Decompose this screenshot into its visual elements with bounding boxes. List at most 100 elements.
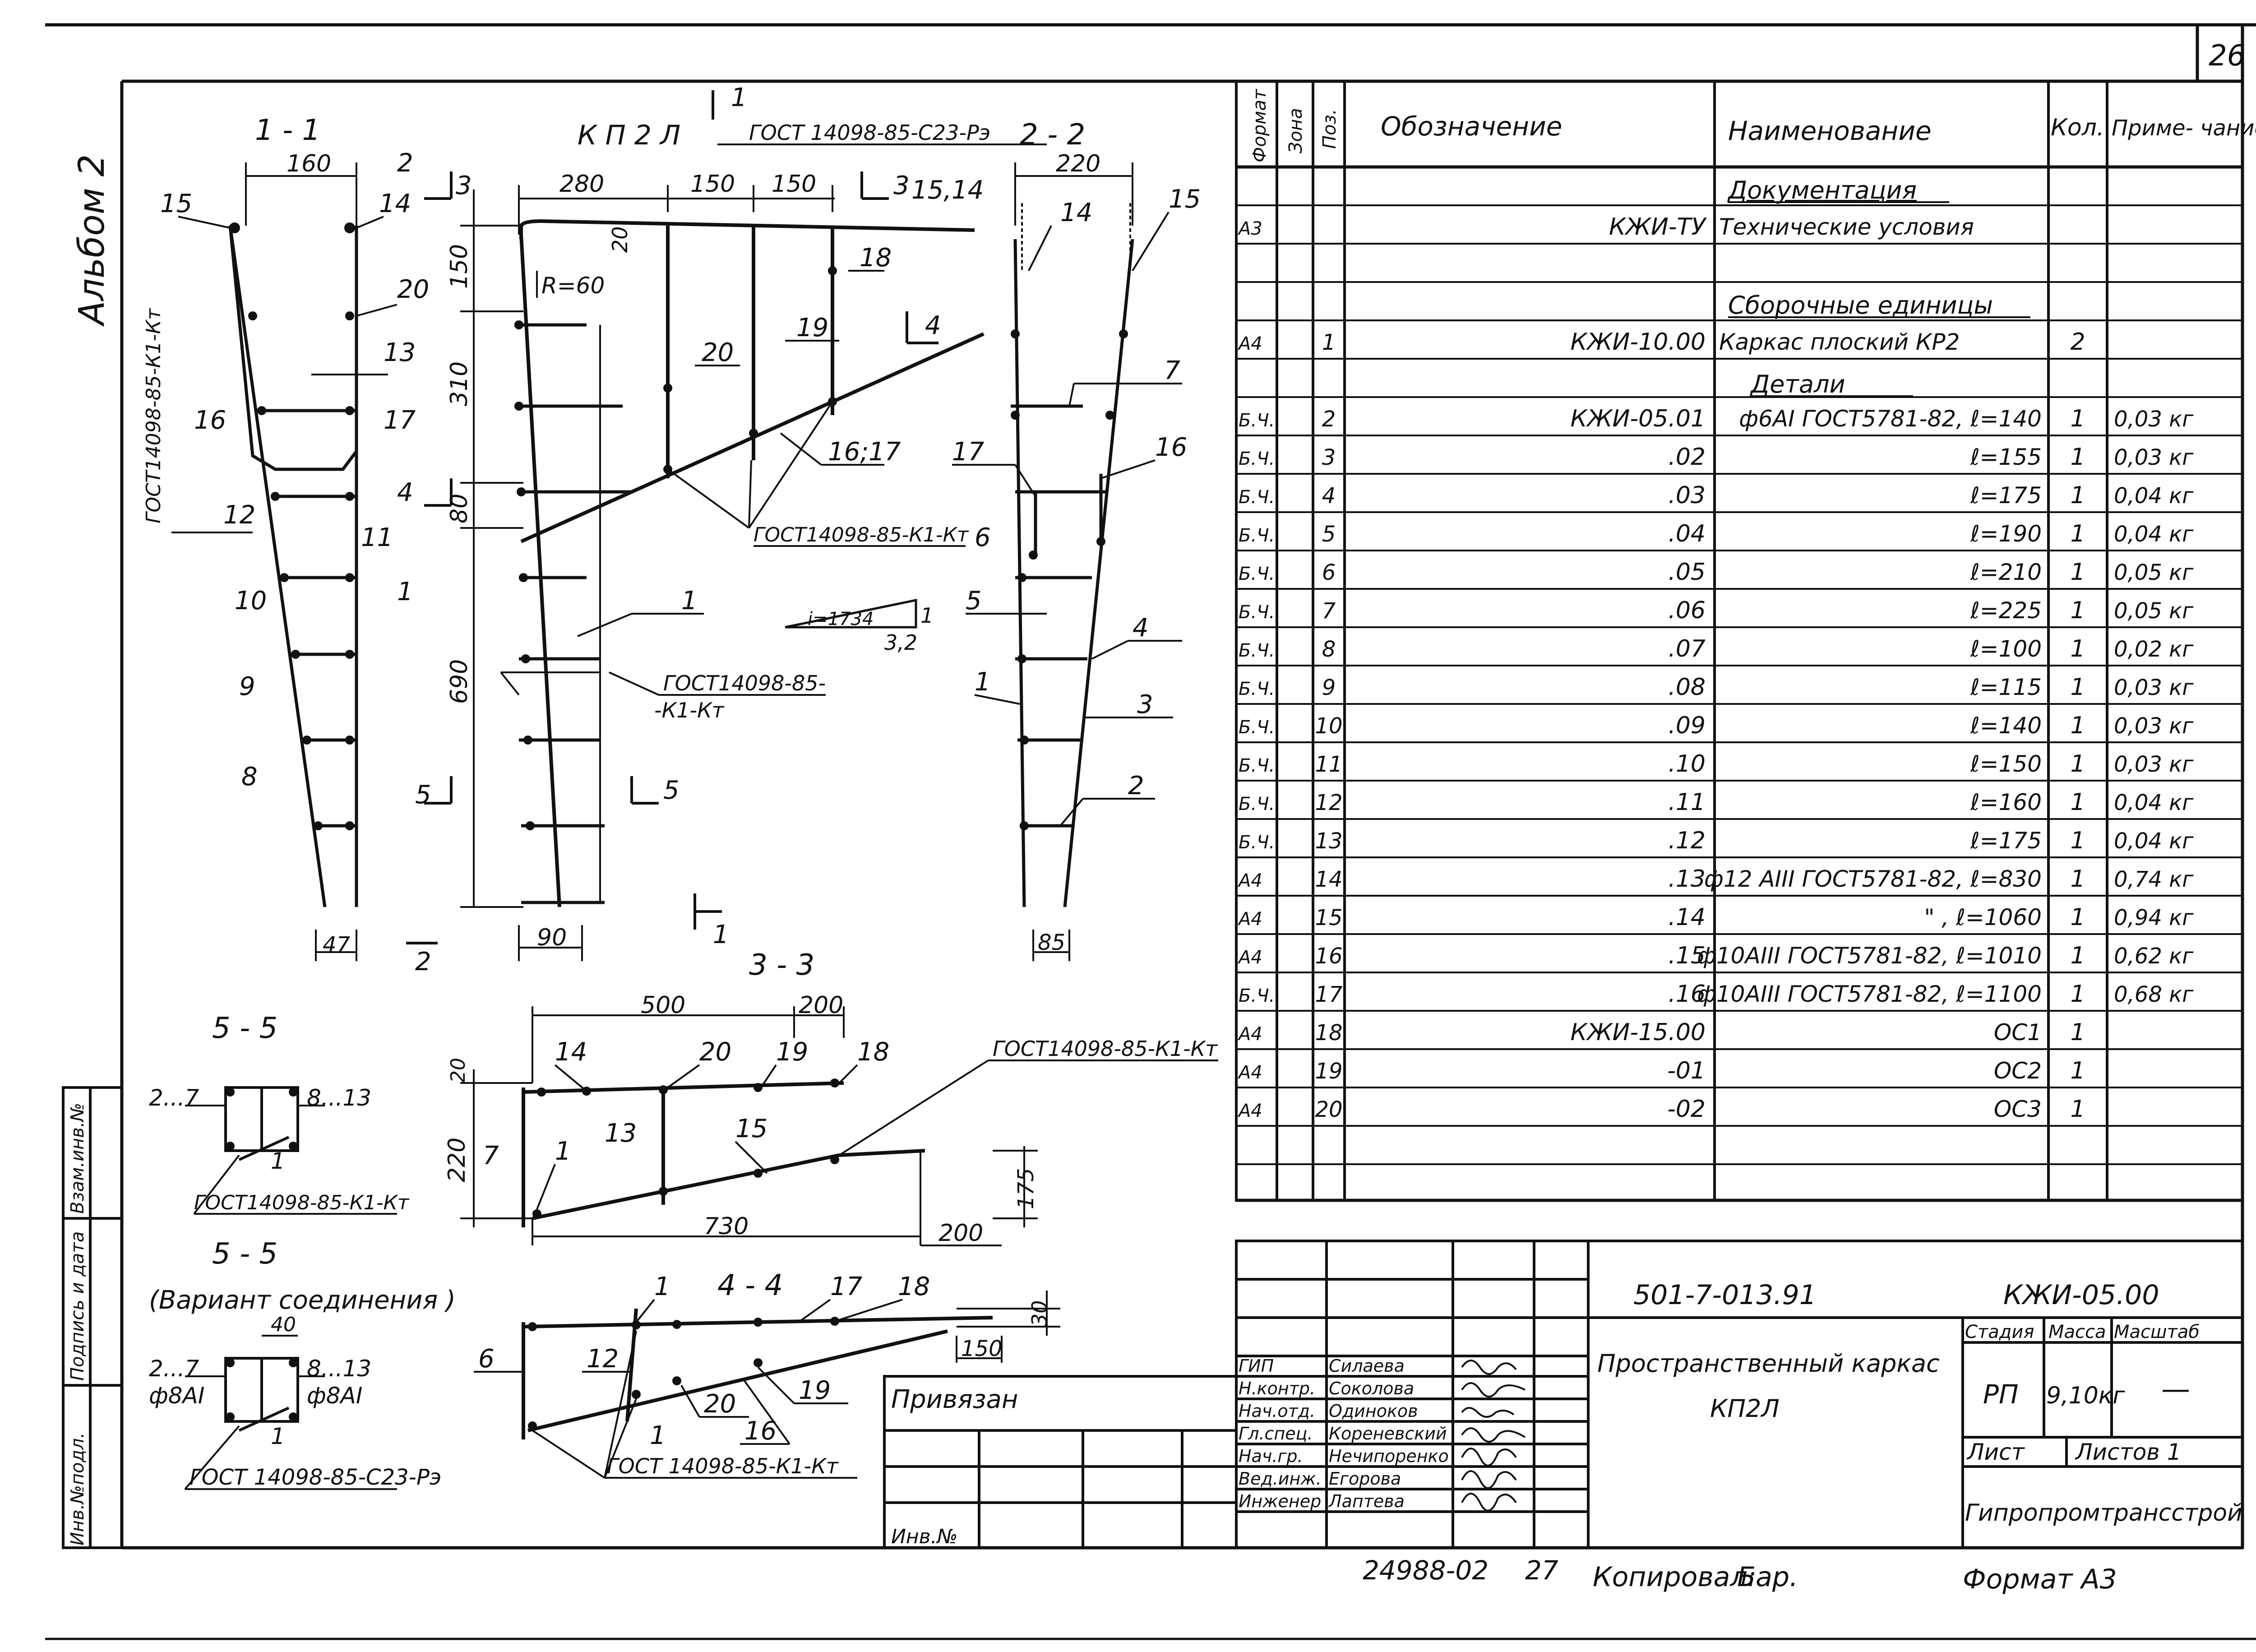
- spec-cell-note: 0,04 кг: [2114, 522, 2194, 547]
- spec-cell-pos: 6: [1322, 560, 1336, 585]
- spec-cell-des: .09: [1668, 712, 1706, 739]
- svg-text:1: 1: [271, 1423, 285, 1449]
- svg-text:2: 2: [415, 947, 431, 976]
- svg-text:16;17: 16;17: [828, 437, 901, 467]
- spec-cell-name: ОС1: [1994, 1019, 2042, 1046]
- svg-text:3: 3: [893, 171, 910, 200]
- spec-cell-pos: 19: [1315, 1059, 1342, 1084]
- spec-cell-qty: 1: [2070, 1096, 2085, 1123]
- dim-40: 40: [271, 1313, 296, 1336]
- spec-cell-pos: 2: [1322, 407, 1336, 432]
- svg-text:1: 1: [654, 1272, 670, 1301]
- spec-cell-fmt: Б.Ч.: [1239, 487, 1275, 508]
- svg-text:19: 19: [799, 1376, 831, 1405]
- spec-cell-fmt: Б.Ч.: [1239, 640, 1275, 661]
- spec-cell-name: ф12 АIII ГОСТ5781-82, ℓ=830: [1704, 866, 2042, 892]
- svg-text:13: 13: [384, 338, 416, 367]
- spec-cell-des: .04: [1668, 520, 1706, 547]
- svg-text:5: 5: [966, 586, 982, 615]
- person-name: Соколова: [1329, 1379, 1414, 1398]
- spec-cell-fmt: А4: [1237, 909, 1262, 930]
- strip-sign-date: Подпись и дата: [67, 1231, 88, 1381]
- range27-b: 2...7: [149, 1356, 199, 1382]
- spec-cell-pos: 12: [1315, 790, 1342, 815]
- person-role: Вед.инж.: [1239, 1469, 1322, 1489]
- person-role: Н.контр.: [1239, 1379, 1315, 1398]
- spec-cell-qty: 1: [2070, 750, 2085, 777]
- spec-cell-name: ℓ=100: [1970, 636, 2042, 662]
- spec-cell-name: ℓ=210: [1970, 559, 2042, 585]
- spec-cell-note: 0,04 кг: [2114, 483, 2194, 509]
- privyazan-label: Привязан: [891, 1385, 1018, 1414]
- spec-cell-name: ОС3: [1994, 1096, 2042, 1122]
- svg-text:18: 18: [857, 1037, 889, 1067]
- spec-cell-name: ℓ=175: [1970, 828, 2042, 854]
- sec44-title: 4 - 4: [717, 1269, 783, 1302]
- spec-cell-des: .05: [1668, 559, 1706, 586]
- range27-a: 2...7: [149, 1085, 199, 1111]
- spec-cell-pos: 10: [1315, 713, 1342, 739]
- spec-cell-fmt: А4: [1237, 1024, 1262, 1045]
- sec33-title: 3 - 3: [749, 949, 814, 982]
- dim-150b: 150: [772, 171, 816, 198]
- spec-cell-des: -02: [1667, 1096, 1706, 1123]
- gost-c23-bottom: ГОСТ 14098-85-С23-Рэ: [190, 1465, 441, 1490]
- svg-text:2: 2: [397, 148, 413, 178]
- spec-cell-note: 0,05 кг: [2114, 598, 2194, 624]
- spec-cell-note: 0,03 кг: [2114, 752, 2194, 777]
- section-2-2: 2 - 2 220: [952, 118, 1201, 961]
- dim-280: 280: [559, 171, 604, 198]
- spec-cell-qty: 1: [2070, 597, 2085, 624]
- section-1-1: 1 - 1 16: [142, 114, 429, 961]
- spec-cell-des: .06: [1668, 597, 1706, 624]
- slope-32: 3,2: [884, 630, 917, 655]
- person-role: Нач.гр.: [1239, 1446, 1303, 1466]
- person-name: Лаптева: [1328, 1491, 1405, 1511]
- spec-cell-qty: 1: [2070, 1057, 2085, 1084]
- spec-cell-fmt: Б.Ч.: [1239, 679, 1275, 699]
- project-code: 501-7-013.91: [1633, 1279, 1817, 1311]
- stage-value: РП: [1983, 1379, 2019, 1410]
- doc-code: КЖИ-05.00: [2003, 1279, 2159, 1311]
- spec-cell-qty: 1: [2070, 520, 2085, 547]
- spec-cell-fmt: А3: [1237, 218, 1262, 239]
- spec-table-rows: [1236, 204, 2242, 1202]
- svg-text:12: 12: [587, 1344, 619, 1374]
- svg-text:14: 14: [379, 189, 411, 218]
- spec-cell-fmt: Б.Ч.: [1239, 717, 1275, 738]
- dim-220v: 220: [444, 1138, 471, 1182]
- sec55-title: 5 - 5: [212, 1012, 277, 1045]
- svg-text:15,14: 15,14: [911, 176, 984, 205]
- slope-i: i=1734: [808, 609, 874, 629]
- footer-copied-sign: Бар.: [1737, 1561, 1798, 1593]
- svg-text:4: 4: [397, 478, 413, 507]
- dim-200a: 200: [799, 992, 843, 1019]
- spec-cell-pos: 13: [1315, 828, 1342, 854]
- footer-copied: Копировал:: [1593, 1561, 1757, 1593]
- spec-cell-name: Технические условия: [1719, 214, 1974, 240]
- spec-cell-name: Каркас плоский КР2: [1719, 329, 1960, 355]
- spec-cell-fmt: А4: [1237, 947, 1262, 968]
- svg-text:20: 20: [702, 338, 734, 367]
- svg-text:1: 1: [975, 667, 991, 697]
- svg-text:1: 1: [713, 920, 729, 949]
- spec-cell-fmt: А4: [1237, 1062, 1262, 1083]
- section-documentation: Документация: [1727, 176, 1917, 204]
- spec-cell-des: КЖИ-15.00: [1571, 1019, 1706, 1046]
- spec-cell-des: .15: [1668, 942, 1706, 969]
- dim-150c: 150: [961, 1336, 1003, 1361]
- svg-text:1: 1: [397, 577, 413, 606]
- svg-text:16: 16: [1155, 433, 1187, 462]
- gost-k1-55: ГОСТ14098-85-К1-Кт: [194, 1191, 410, 1214]
- gost-k1-33: ГОСТ14098-85-К1-Кт: [993, 1037, 1218, 1061]
- person-name: Егорова: [1329, 1469, 1401, 1489]
- spec-cell-qty: 1: [2070, 789, 2085, 816]
- spec-cell-note: 0,62 кг: [2114, 944, 2194, 969]
- svg-text:10: 10: [235, 586, 267, 615]
- hdr-format: Формат: [1249, 88, 1270, 162]
- dim-200b: 200: [938, 1220, 983, 1247]
- dim-20: 20: [608, 226, 632, 253]
- svg-text:19: 19: [776, 1037, 808, 1067]
- svg-text:17: 17: [384, 406, 416, 435]
- footer-number: 24988-02: [1363, 1555, 1489, 1586]
